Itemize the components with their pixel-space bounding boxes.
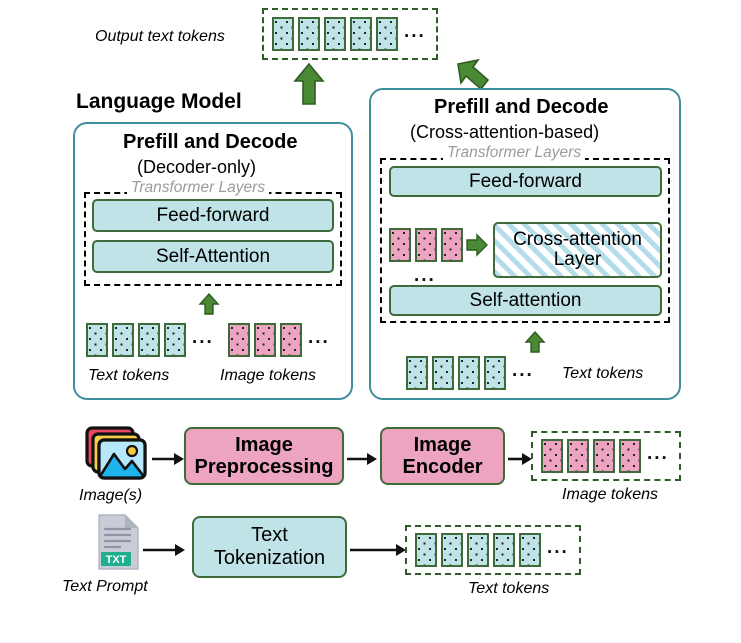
text-source-label: Text Prompt [62, 578, 148, 595]
image-tokens-label: Image tokens [562, 486, 659, 503]
left-layer-self-attention-label: Self-Attention [155, 245, 271, 267]
cross-attention-line1: Cross-attention [513, 229, 642, 251]
arrow-preprocessing-to-encoder [347, 452, 377, 466]
token-chip [484, 356, 506, 390]
image-token-row: ... [541, 439, 671, 473]
arrow-left-panel-to-output [292, 62, 326, 106]
text-token-row: ... [415, 533, 571, 567]
right-layer-self-attention-label: Self-attention [469, 289, 582, 311]
right-text-tokens-label: Text tokens [562, 365, 644, 382]
text-tokenization-box: Text Tokenization [192, 516, 347, 578]
text-tokens-label: Text tokens [468, 580, 550, 597]
token-chip [272, 17, 294, 51]
txt-badge-text: TXT [106, 554, 127, 566]
token-chip [254, 323, 276, 357]
txt-document-icon: TXT [96, 513, 142, 571]
token-chip [280, 323, 302, 357]
left-layer-self-attention: Self-Attention [92, 240, 334, 273]
image-tokens-ellipsis: ... [647, 442, 669, 464]
text-tokens-ellipsis: ... [547, 536, 569, 558]
left-text-tokens-label: Text tokens [88, 367, 170, 384]
right-layer-feed-forward: Feed-forward [389, 166, 662, 197]
left-panel-image-token-row: ... [228, 323, 332, 357]
image-encoder-box: Image Encoder [380, 427, 505, 485]
token-chip [458, 356, 480, 390]
arrow-left-tokens-to-layers [198, 292, 220, 315]
left-layer-feed-forward: Feed-forward [92, 199, 334, 232]
arrow-right-tokens-to-layers [524, 330, 546, 353]
right-panel-subtitle: (Cross-attention-based) [410, 122, 600, 142]
image-stack-icon [82, 424, 152, 486]
text-tokenization-line1: Text [251, 524, 288, 546]
image-preprocessing-line2: Preprocessing [194, 456, 334, 478]
token-chip [432, 356, 454, 390]
right-injected-image-token-row [389, 228, 463, 262]
right-panel-text-token-row: ... [406, 356, 536, 390]
token-chip [324, 17, 346, 51]
token-chip [519, 533, 541, 567]
text-tokens-group: ... [405, 525, 581, 575]
left-image-tokens-label: Image tokens [220, 367, 317, 384]
token-chip [415, 228, 437, 262]
token-chip [406, 356, 428, 390]
image-source-label: Image(s) [79, 487, 143, 504]
token-chip [619, 439, 641, 473]
output-token-ellipsis: ... [404, 20, 426, 42]
token-chip [567, 439, 589, 473]
token-chip [415, 533, 437, 567]
token-chip [493, 533, 515, 567]
arrow-right-panel-to-output [455, 58, 493, 98]
right-text-token-ellipsis: ... [512, 359, 534, 381]
right-injected-image-token-ellipsis: ... [414, 265, 436, 286]
token-chip [164, 323, 186, 357]
token-chip [541, 439, 563, 473]
image-preprocessing-box: Image Preprocessing [184, 427, 344, 485]
right-panel-title: Prefill and Decode [434, 96, 609, 118]
left-text-token-ellipsis: ... [192, 326, 214, 348]
token-chip [467, 533, 489, 567]
token-chip [228, 323, 250, 357]
left-transformer-layers-label: Transformer Layers [127, 179, 270, 197]
right-layer-feed-forward-label: Feed-forward [469, 170, 582, 192]
right-layer-cross-attention: Cross-attention Layer [493, 222, 662, 278]
right-layer-self-attention: Self-attention [389, 285, 662, 316]
left-panel-subtitle: (Decoder-only) [137, 157, 257, 177]
token-chip [350, 17, 372, 51]
left-panel-text-token-row: ... [86, 323, 216, 357]
output-token-row: ... [272, 17, 428, 51]
token-chip [441, 228, 463, 262]
arrow-image-to-preprocessing [152, 452, 184, 466]
arrow-tokenization-to-text-tokens [350, 543, 406, 557]
output-text-tokens-group: ... [262, 8, 438, 60]
token-chip [593, 439, 615, 473]
arrow-image-tokens-to-cross-attention [466, 233, 488, 257]
token-chip [298, 17, 320, 51]
arrow-encoder-to-image-tokens [508, 452, 532, 466]
output-text-tokens-label: Output text tokens [95, 28, 225, 45]
left-image-token-ellipsis: ... [308, 326, 330, 348]
left-panel-title: Prefill and Decode [123, 131, 298, 153]
token-chip [112, 323, 134, 357]
token-chip [376, 17, 398, 51]
text-tokenization-line2: Tokenization [213, 547, 326, 569]
image-tokens-group: ... [531, 431, 681, 481]
token-chip [441, 533, 463, 567]
right-transformer-layers-label: Transformer Layers [443, 144, 586, 162]
arrow-text-to-tokenization [143, 543, 185, 557]
token-chip [86, 323, 108, 357]
language-model-label: Language Model [76, 90, 242, 113]
left-layer-feed-forward-label: Feed-forward [156, 204, 270, 226]
image-encoder-line1: Image [413, 434, 472, 456]
token-chip [138, 323, 160, 357]
token-chip [389, 228, 411, 262]
image-encoder-line2: Encoder [402, 456, 483, 478]
image-preprocessing-line1: Image [235, 434, 293, 456]
cross-attention-line2: Layer [553, 249, 602, 270]
